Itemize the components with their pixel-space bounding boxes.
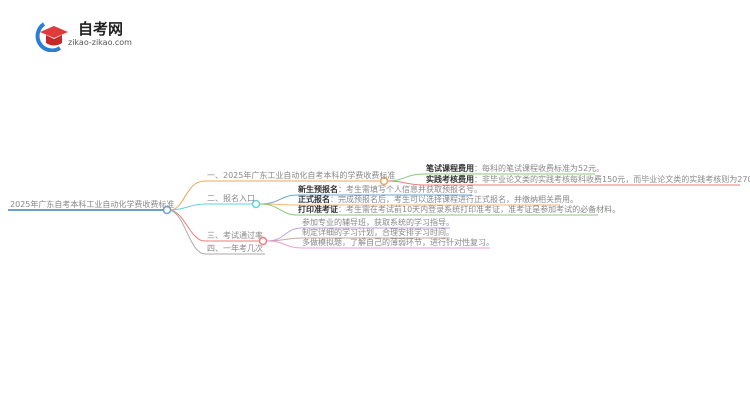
root-node [162, 205, 172, 215]
leaf-1-1[interactable]: 笔试课程费用：每科的笔试课程收费标准为52元。 [426, 164, 605, 173]
logo-name: 自考网 [78, 20, 124, 38]
branch-4[interactable]: 四、一年考几次 [207, 244, 263, 253]
branch-1[interactable]: 一、2025年广东工业自动化自考本科的学费收费标准 [207, 171, 396, 180]
leaf-3-2[interactable]: 制定详细的学习计划，合理安排学习时间。 [302, 228, 454, 237]
branch-node-1 [379, 176, 389, 186]
leaf-1-2[interactable]: 实践考核费用：非毕业论文类的实践考核每科收费150元，而毕业论文类的实践考核则为… [426, 175, 750, 184]
leaf-2-1[interactable]: 新生预报名：考生需填写个人信息并获取预报名号。 [298, 185, 482, 194]
logo: 自考网 zikao-zikao.com [30, 18, 160, 52]
branch-2[interactable]: 二、报名入口 [207, 194, 255, 203]
leaf-2-3[interactable]: 打印准考证：考生需在考试前10天内登录系统打印准考证，准考证是参加考试的必备材料… [298, 205, 621, 214]
leaf-2-2[interactable]: 正式报名：完成预报名后，考生可以选择课程进行正式报名，并缴纳相关费用。 [298, 195, 578, 204]
branch-line-2 [169, 203, 252, 211]
branch-line-3 [169, 209, 259, 242]
branch-line-4 [169, 209, 265, 255]
branch-node-2 [251, 199, 261, 209]
branch-line-1 [169, 180, 380, 211]
logo-url: zikao-zikao.com [68, 38, 132, 47]
graduation-cap-icon [35, 22, 68, 52]
branch-3[interactable]: 三、考试通过率 [207, 231, 263, 240]
leaf-3-1[interactable]: 参加专业的辅导班，获取系统的学习指导。 [302, 218, 454, 227]
branch-node-3 [258, 236, 268, 246]
root-topic[interactable]: 2025年广东自考本科工业自动化学费收费标准 [10, 200, 175, 209]
leaf-3-3[interactable]: 多做模拟题，了解自己的薄弱环节，进行针对性复习。 [302, 238, 494, 247]
